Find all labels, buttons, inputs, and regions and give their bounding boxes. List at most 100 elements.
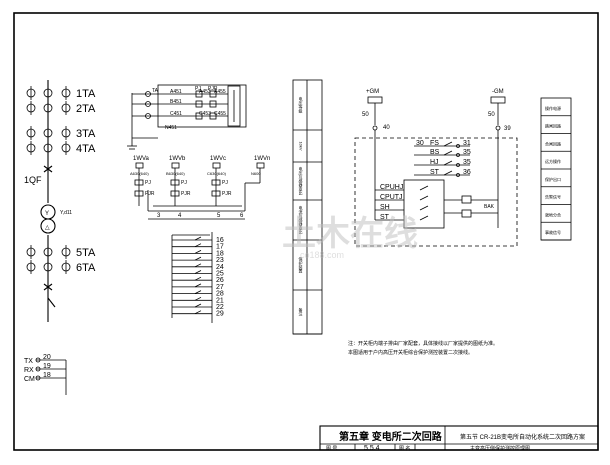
ct-row-mid2: C453 — [199, 111, 211, 117]
relay-right-num: 35 — [463, 149, 471, 156]
di-terminal-number: 26 — [216, 277, 224, 284]
comm-signal: TX — [24, 358, 33, 365]
comm-signal: CM — [24, 376, 35, 383]
breaker-label: 1QF — [24, 175, 42, 185]
legend-row-label: 告警信号 — [545, 194, 561, 200]
ct-symbol — [61, 86, 71, 100]
ct-row-mid: B451 — [170, 99, 182, 105]
relay-name: ST — [430, 169, 440, 176]
ct-symbol — [43, 126, 53, 140]
info-row-label: 10kV — [299, 141, 304, 150]
note-line-2: 本图适用于户内高压开关柜综合保护测控装置二次接线。 — [348, 349, 473, 356]
ct-symbol — [43, 86, 53, 100]
di-terminal-number: 18 — [216, 250, 224, 257]
vt-wire-label: A630(640) — [130, 171, 149, 176]
ct-symbol — [26, 101, 36, 115]
vt-pjr-label: PJR — [181, 191, 191, 197]
vt-wire-label: B630(640) — [166, 171, 185, 176]
relay-left-num: 30 — [416, 140, 424, 147]
di-terminal-number: 22 — [216, 304, 224, 311]
legend-row-label: 保护出口 — [545, 176, 561, 182]
di-terminal-number: 16 — [216, 237, 224, 244]
note-line-1: 注：开关柜内端子排由厂家配套，具体接线以厂家提供的图纸为准。 — [348, 340, 498, 347]
ct-row-mid2: A453 — [199, 89, 211, 95]
ct-row-right: A455 — [214, 89, 226, 95]
ct-label: 1TA — [76, 88, 96, 100]
transformer-winding-2 — [40, 218, 56, 234]
vt-header: 1WVb — [169, 156, 186, 162]
ct-symbol — [61, 126, 71, 140]
vt-bus-term: 6 — [240, 213, 244, 219]
ct-label: 6TA — [76, 262, 96, 274]
vt-bus-term: 5 — [217, 213, 221, 219]
module-label: ST — [380, 214, 390, 221]
ct-pjr-label: PJR — [208, 86, 218, 92]
vt-pj-label: PJ — [181, 180, 187, 186]
relay-name: BS — [430, 149, 440, 156]
relay-name: FS — [430, 140, 439, 147]
watermark-sub: co188.com — [300, 250, 344, 260]
comm-number: 19 — [43, 363, 51, 370]
ct-symbol — [61, 101, 71, 115]
figure-number: 5.5.4 — [364, 445, 380, 452]
comm-number: 20 — [43, 354, 51, 361]
legend-row-label: 事故信号 — [545, 229, 561, 235]
title-block: 第五章 变电所二次回路 第五节 CR-21B变电所自动化系统二次回路方案 图 号… — [319, 425, 599, 452]
drawing-border — [13, 12, 599, 451]
negative-bus-label: -GM — [492, 89, 504, 95]
di-terminal-number: 21 — [216, 297, 224, 304]
drawing-name: 主变高压侧保护测控原理图 — [470, 445, 530, 452]
vt-header: 1WVn — [254, 156, 270, 162]
di-terminal-number: 28 — [216, 291, 224, 298]
ct-symbol — [26, 260, 36, 274]
info-row-label: 电压等级 — [299, 96, 304, 114]
vt-bus-term: 4 — [178, 213, 182, 219]
ct-row-left: TA — [152, 88, 159, 94]
figure-number-label: 图 号 — [326, 446, 337, 452]
ct-symbol — [61, 245, 71, 259]
ct-label: 4TA — [76, 143, 96, 155]
ct-symbol — [26, 86, 36, 100]
ct-row-mid: C451 — [170, 111, 182, 117]
vt-pjr-label: PJR — [222, 191, 232, 197]
ct-label: 5TA — [76, 247, 96, 259]
ct-symbol — [43, 101, 53, 115]
ct-symbol — [61, 141, 71, 155]
di-terminal-number: 25 — [216, 271, 224, 278]
ct-pj-label: PJ — [195, 86, 201, 92]
vt-wire-label: N600 — [251, 171, 261, 176]
legend-row-label: 操作电源 — [545, 105, 561, 111]
info-row-label: 备注 — [299, 307, 304, 317]
relay-name: HJ — [430, 159, 439, 166]
relay-right-num: 31 — [463, 140, 471, 147]
project-title: 第五节 CR-21B变电所自动化系统二次回路方案 — [460, 433, 585, 441]
vt-header: 1WVc — [210, 156, 226, 162]
ct-label: 3TA — [76, 128, 96, 140]
legend-row-label: 跳闸回路 — [545, 123, 561, 129]
comm-number: 18 — [43, 372, 51, 379]
svg-text:△: △ — [45, 225, 50, 231]
legend-row-label: 就地分合 — [545, 211, 561, 217]
vt-pj-label: PJ — [222, 180, 228, 186]
module-label: SH — [380, 204, 390, 211]
di-terminal-number: 24 — [216, 264, 224, 271]
legend-row-label: 合闸回路 — [545, 140, 561, 146]
relay-right-num: 36 — [463, 169, 471, 176]
relay-right-num: 35 — [463, 159, 471, 166]
di-terminal-number: 27 — [216, 284, 224, 291]
vt-header: 1WVa — [133, 156, 150, 162]
chapter-title: 第五章 变电所二次回路 — [339, 430, 443, 443]
vt-bus-term: 3 — [157, 213, 161, 219]
ct-symbol — [43, 141, 53, 155]
ct-symbol — [43, 245, 53, 259]
cpu-module — [403, 179, 445, 229]
ct-symbol — [26, 126, 36, 140]
svg-text:Y: Y — [45, 211, 49, 217]
info-row-label: 电流互感器变比 — [299, 205, 304, 235]
